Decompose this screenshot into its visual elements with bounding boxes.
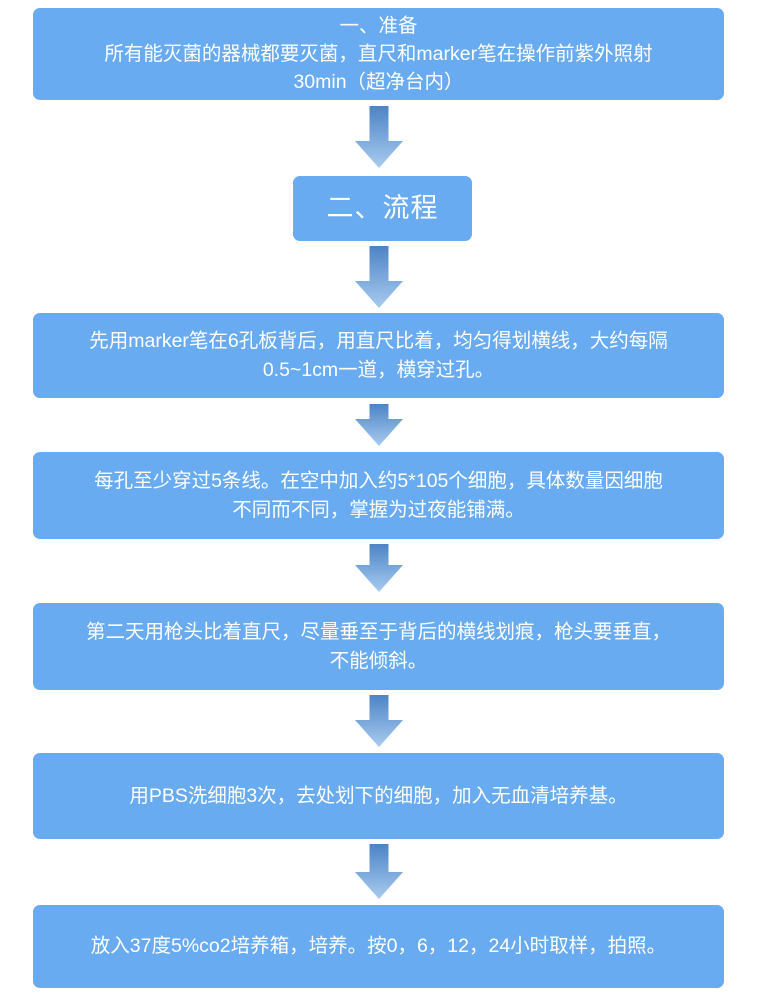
down-arrow-icon [355, 544, 403, 592]
step-text-line: 第二天用枪头比着直尺，尽量垂至于背后的横线划痕，枪头要垂直， [85, 621, 671, 644]
down-arrow-icon [355, 844, 403, 899]
step-box-draw-lines: 先用marker笔在6孔板背后，用直尺比着，均匀得划横线，大约每隔 0.5~1c… [33, 313, 724, 398]
step-text-line: 0.5~1cm一道，横穿过孔。 [262, 358, 495, 381]
step-text-line: 不同而不同，掌握为过夜能铺满。 [232, 498, 525, 521]
step-text-line: 不能倾斜。 [329, 649, 428, 672]
step-box-preparation: 一、准备 所有能灭菌的器械都要灭菌，直尺和marker笔在操作前紫外照射 30m… [33, 8, 724, 100]
step-text-line: 用PBS洗细胞3次，去处划下的细胞，加入无血清培养基。 [129, 784, 628, 807]
step-text-line: 每孔至少穿过5条线。在空中加入约5*105个细胞，具体数量因细胞 [94, 470, 663, 493]
down-arrow-icon [355, 404, 403, 446]
down-arrow-icon [355, 695, 403, 747]
step-box-incubate-photograph: 放入37度5%co2培养箱，培养。按0，6，12，24小时取样，拍照。 [33, 905, 724, 988]
step-text-line: 所有能灭菌的器械都要灭菌，直尺和marker笔在操作前紫外照射 [104, 42, 653, 65]
step-text-line: 放入37度5%co2培养箱，培养。按0，6，12，24小时取样，拍照。 [90, 935, 667, 958]
step-box-seed-cells: 每孔至少穿过5条线。在空中加入约5*105个细胞，具体数量因细胞 不同而不同，掌… [33, 452, 724, 539]
down-arrow-icon [355, 106, 403, 168]
step-text-line: 先用marker笔在6孔板背后，用直尺比着，均匀得划横线，大约每隔 [89, 330, 668, 353]
down-arrow-icon [355, 246, 403, 308]
step-box-wash-cells: 用PBS洗细胞3次，去处划下的细胞，加入无血清培养基。 [33, 753, 724, 839]
step-text-line: 30min（超净台内） [293, 71, 464, 94]
step-heading: 一、准备 [339, 14, 418, 37]
step-box-procedure-title: 二、流程 [293, 176, 472, 241]
step-box-scratch: 第二天用枪头比着直尺，尽量垂至于背后的横线划痕，枪头要垂直， 不能倾斜。 [33, 603, 724, 690]
step-heading: 二、流程 [326, 192, 439, 223]
